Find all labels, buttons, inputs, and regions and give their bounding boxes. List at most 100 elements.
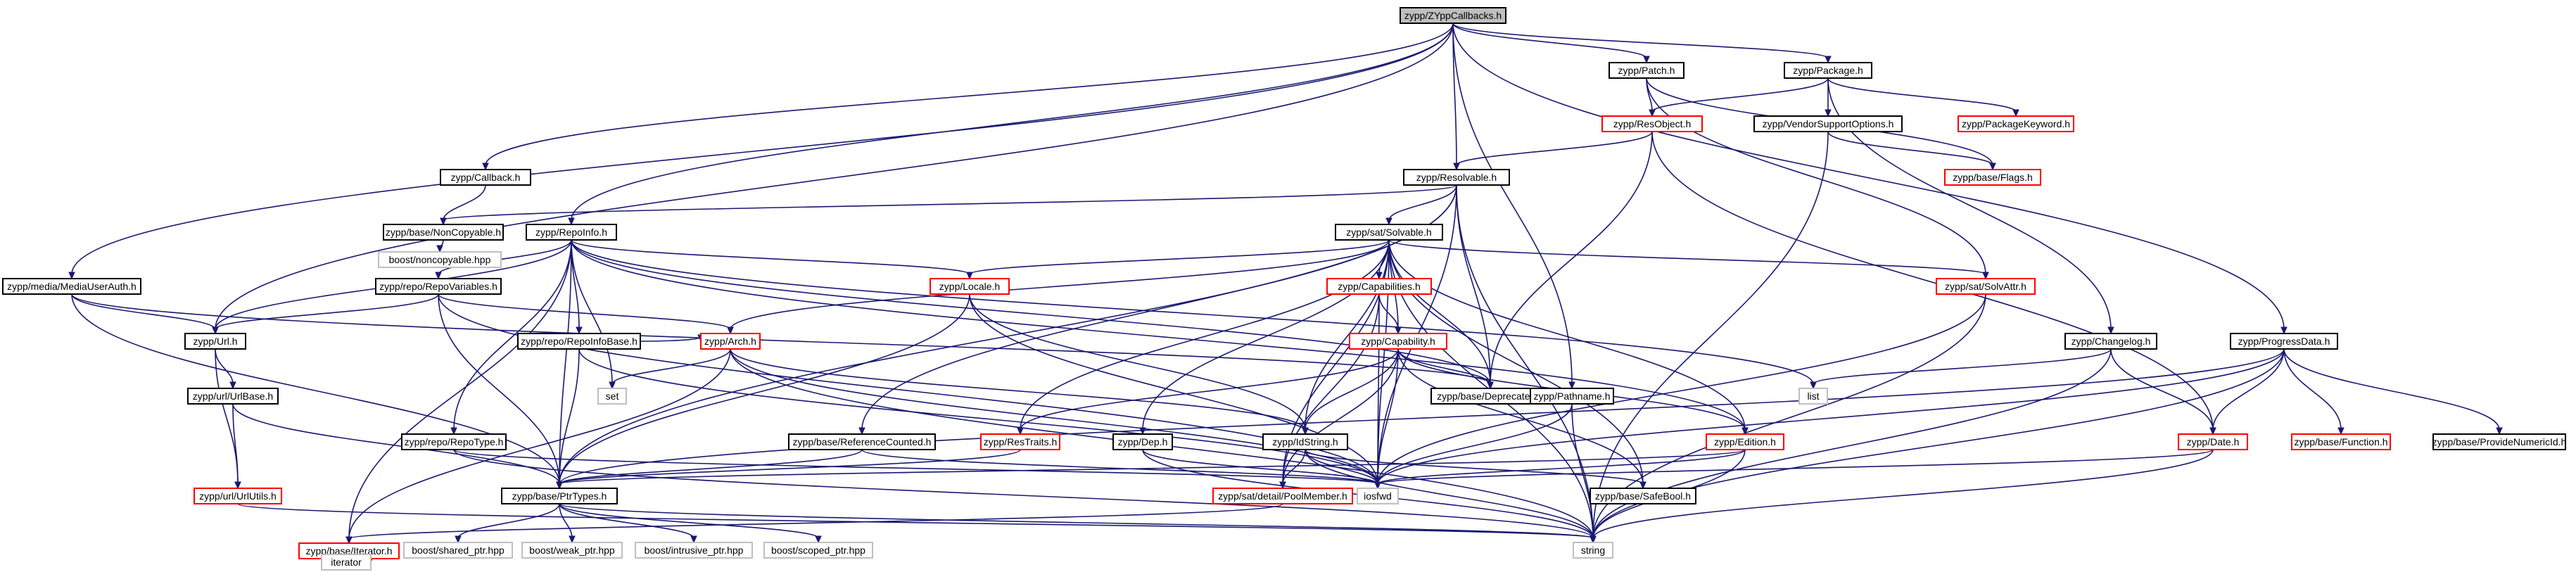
- node-vendor[interactable]: zypp/VendorSupportOptions.h: [1753, 115, 1903, 132]
- node-box: [1590, 488, 1696, 504]
- node-url[interactable]: zypp/Url.h: [184, 333, 246, 350]
- edge-progress-to-date: [2209, 348, 2285, 436]
- node-arch[interactable]: zypp/Arch.h: [700, 333, 761, 350]
- node-restraits[interactable]: zypp/ResTraits.h: [980, 433, 1060, 450]
- node-box: [521, 542, 623, 559]
- node-box: [2230, 333, 2338, 350]
- node-iosfwd[interactable]: iosfwd: [1357, 488, 1399, 504]
- edge-root-to-progress: [1452, 23, 2288, 335]
- node-providenum[interactable]: zypp/base/ProvideNumericId.h: [2432, 433, 2567, 450]
- node-box: [517, 333, 641, 350]
- node-capabilities[interactable]: zypp/Capabilities.h: [1326, 278, 1432, 295]
- node-box: [980, 433, 1060, 450]
- edge-mediauser-to-url: [71, 293, 219, 335]
- node-callback[interactable]: zypp/Callback.h: [440, 169, 531, 186]
- node-string[interactable]: string: [1573, 542, 1613, 559]
- edge-pathname-to-iosfwd: [1374, 403, 1573, 490]
- node-poolmember[interactable]: zypp/sat/detail/PoolMember.h: [1212, 488, 1353, 504]
- node-weakptr[interactable]: boost/weak_ptr.hpp: [521, 542, 623, 559]
- node-function[interactable]: zypp/base/Function.h: [2291, 433, 2391, 450]
- node-resobject[interactable]: zypp/ResObject.h: [1601, 115, 1703, 132]
- node-iteratorstd[interactable]: iterator: [321, 554, 372, 571]
- node-box: [1609, 62, 1684, 79]
- node-repotype[interactable]: zypp/repo/RepoType.h: [401, 433, 507, 450]
- node-resolvable[interactable]: zypp/Resolvable.h: [1403, 169, 1510, 186]
- node-progress[interactable]: zypp/ProgressData.h: [2230, 333, 2338, 350]
- node-box: [2, 278, 141, 295]
- node-label: zypp/Capabilities.h: [1338, 281, 1421, 292]
- node-box: [1601, 115, 1703, 132]
- node-boostnc[interactable]: boost/noncopyable.hpp: [378, 251, 502, 268]
- node-intrusive[interactable]: boost/intrusive_ptr.hpp: [635, 542, 753, 559]
- node-ptrtypes[interactable]: zypp/base/PtrTypes.h: [501, 488, 618, 504]
- node-box: [1212, 488, 1353, 504]
- node-root[interactable]: zypp/ZYppCallbacks.h: [1400, 7, 1506, 24]
- node-scopedptr[interactable]: boost/scoped_ptr.hpp: [763, 542, 873, 559]
- node-list[interactable]: list: [1798, 388, 1828, 405]
- node-box: [1958, 115, 2074, 132]
- node-edition[interactable]: zypp/Edition.h: [1706, 433, 1784, 450]
- node-sharedptr[interactable]: boost/shared_ptr.hpp: [403, 542, 513, 559]
- edge-arch-to-idstring: [730, 348, 1309, 436]
- node-box: [440, 169, 531, 186]
- node-label: zypp/media/MediaUserAuth.h: [7, 281, 137, 292]
- node-safebool[interactable]: zypp/base/SafeBool.h: [1590, 488, 1696, 504]
- edge-solvable-to-restraits: [1017, 239, 1390, 436]
- node-label: zypp/repo/RepoInfoBase.h: [521, 336, 637, 347]
- node-patch[interactable]: zypp/Patch.h: [1609, 62, 1684, 79]
- node-label: zypp/IdString.h: [1272, 436, 1338, 447]
- node-solvable[interactable]: zypp/sat/Solvable.h: [1335, 224, 1443, 241]
- node-pathname[interactable]: zypp/Pathname.h: [1530, 388, 1614, 405]
- node-box: [1326, 278, 1432, 295]
- edge-repoinfo-to-ptrtypes: [556, 239, 572, 490]
- node-box: [193, 488, 282, 504]
- edge-resobject-to-resolvable: [1453, 131, 1653, 171]
- edge-ptrtypes-to-string: [559, 503, 1597, 544]
- node-deprecated[interactable]: zypp/base/Deprecated.h: [1430, 388, 1550, 405]
- edge-locale-to-iosfwd: [969, 293, 1381, 490]
- node-locale[interactable]: zypp/Locale.h: [929, 278, 1010, 295]
- edge-resolvable-to-deprecated: [1456, 184, 1494, 390]
- node-package[interactable]: zypp/Package.h: [1784, 62, 1872, 79]
- node-mediauser[interactable]: zypp/media/MediaUserAuth.h: [2, 278, 141, 295]
- node-label: zypp/Changelog.h: [2071, 336, 2151, 347]
- node-capability[interactable]: zypp/Capability.h: [1349, 333, 1447, 350]
- node-pkgkw[interactable]: zypp/PackageKeyword.h: [1958, 115, 2074, 132]
- node-box: [1400, 7, 1506, 24]
- node-label: zypp/Resolvable.h: [1416, 172, 1497, 183]
- edge-capability-to-restraits: [1017, 348, 1399, 436]
- node-repoinfo[interactable]: zypp/RepoInfo.h: [526, 224, 617, 241]
- node-repovars[interactable]: zypp/repo/RepoVariables.h: [375, 278, 502, 295]
- node-noncopy[interactable]: zypp/base/NonCopyable.h: [383, 224, 504, 241]
- node-changelog[interactable]: zypp/Changelog.h: [2064, 333, 2157, 350]
- node-box: [1706, 433, 1784, 450]
- edge-resolvable-to-string: [1456, 184, 1597, 544]
- node-idstring[interactable]: zypp/IdString.h: [1262, 433, 1348, 450]
- node-box: [1262, 433, 1348, 450]
- node-label: iterator: [331, 557, 362, 568]
- node-refcounted[interactable]: zypp/base/ReferenceCounted.h: [788, 433, 936, 450]
- edge-capability-to-deprecated: [1397, 348, 1494, 390]
- node-urlbase[interactable]: zypp/url/UrlBase.h: [187, 388, 279, 405]
- node-box: [1573, 542, 1613, 559]
- node-label: zypp/ResObject.h: [1613, 118, 1692, 129]
- node-dep[interactable]: zypp/Dep.h: [1112, 433, 1173, 450]
- node-box: [2178, 433, 2248, 450]
- edge-changelog-to-date: [2110, 348, 2216, 436]
- edge-repovars-to-arch: [438, 293, 734, 335]
- edge-arch-to-set: [609, 348, 731, 390]
- node-flags[interactable]: zypp/base/Flags.h: [1944, 169, 2041, 186]
- edge-root-to-pathname: [1452, 23, 1575, 390]
- node-repoinfobase[interactable]: zypp/repo/RepoInfoBase.h: [517, 333, 641, 350]
- node-label: zypp/base/NonCopyable.h: [386, 227, 501, 238]
- node-box: [2064, 333, 2157, 350]
- node-urlutils[interactable]: zypp/url/UrlUtils.h: [193, 488, 282, 504]
- edge-solvable-to-locale: [966, 239, 1390, 280]
- node-label: zypp/Package.h: [1793, 65, 1863, 76]
- node-solvattr[interactable]: zypp/sat/SolvAttr.h: [1936, 278, 2036, 295]
- node-date[interactable]: zypp/Date.h: [2178, 433, 2248, 450]
- edge-repoinfobase-to-iosfwd: [578, 348, 1381, 490]
- node-box: [635, 542, 753, 559]
- node-box: [1784, 62, 1872, 79]
- node-set[interactable]: set: [597, 388, 627, 405]
